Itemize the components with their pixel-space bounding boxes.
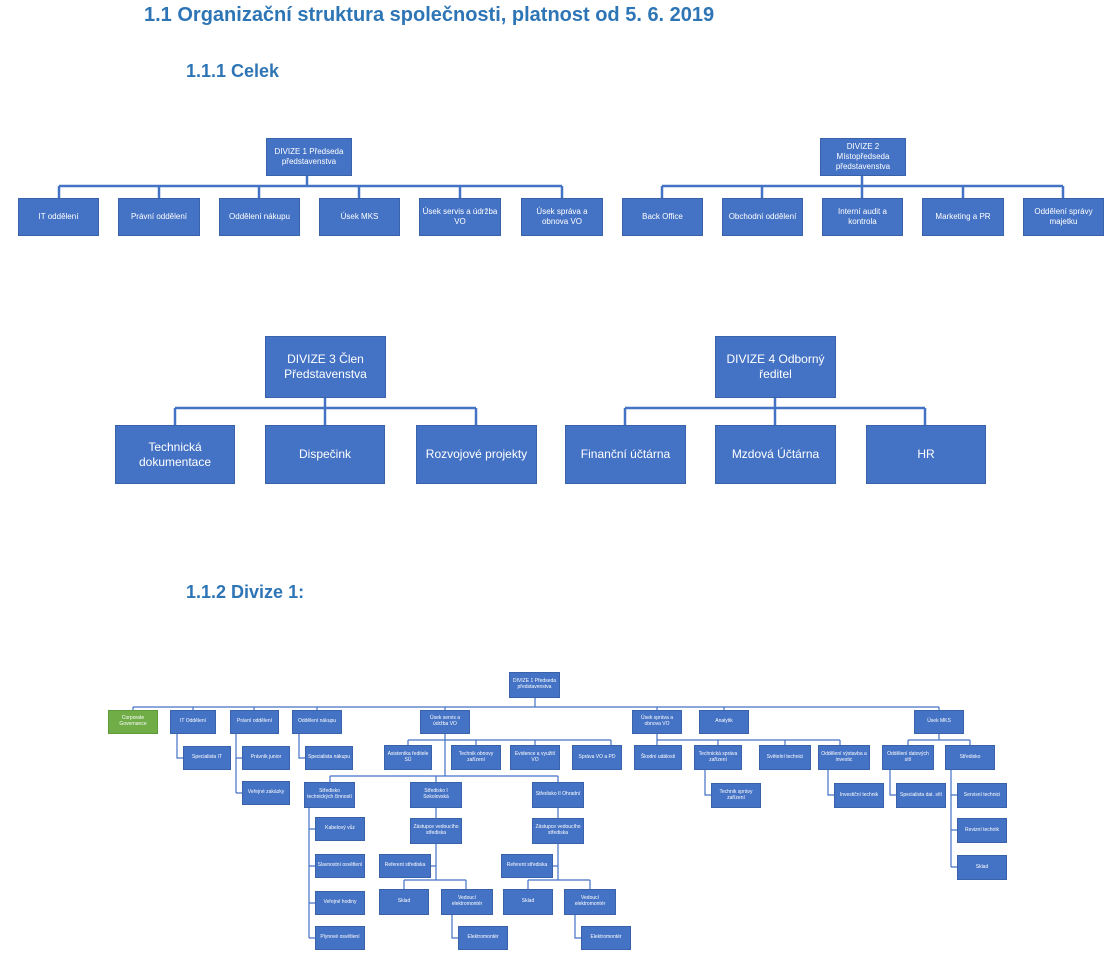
subsection-label: Divize 1:	[226, 582, 305, 602]
svetelni-technici: Světelní technici	[759, 745, 811, 770]
technicka-sprava: Technická správa zařízení	[694, 745, 742, 770]
stredisko-technickych: Středisko technických činností	[304, 782, 355, 808]
slavnostni-osvetleni: Slavnostní osvětlení	[315, 854, 365, 878]
vedouci-elektro-sokolovska: Vedoucí elektromontér	[441, 889, 493, 915]
d1-nakup: Oddělení nákupu	[219, 198, 300, 236]
l1-nakup: Oddělení nákupu	[292, 710, 342, 734]
sprava-vo-pd: Správa VO a PD	[572, 745, 622, 770]
verejne-zakazky: Veřejné zakázky	[242, 781, 290, 805]
d2-obchodni: Obchodní oddělení	[722, 198, 803, 236]
datove-site: Oddělení datových sítí	[882, 745, 934, 770]
elektromonter-sokolovska: Elektromontér	[458, 926, 508, 950]
referent-sokolovska: Referent střediska	[379, 854, 431, 878]
l1-servis: Úsek servis a údržba VO	[420, 710, 470, 734]
section-title: 1.1 Organizační struktura společnosti, p…	[144, 4, 715, 26]
d2-majetek: Oddělení správy majetku	[1023, 198, 1104, 236]
specialista-nakupu: Specialista nákupu	[305, 746, 353, 770]
elektromonter-ohradni: Elektromontér	[581, 926, 631, 950]
mks-sklad: Sklad	[957, 855, 1007, 880]
technik-obnovy: Technik obnovy zařízení	[451, 745, 501, 770]
sklad-sokolovska: Sklad	[379, 889, 429, 915]
asistentka-reditele: Asistentka ředitele SÚ	[384, 745, 432, 770]
d3-dispecink: Dispečink	[265, 425, 385, 484]
d4-mzdova: Mzdová Účtárna	[715, 425, 836, 484]
divize-1-head: DIVIZE 1 Předseda představenstva	[266, 138, 352, 176]
l1-it: IT Oddělení	[170, 710, 216, 734]
d4-financni: Finanční účtárna	[565, 425, 686, 484]
d3-dokumentace: Technická dokumentace	[115, 425, 235, 484]
technik-spravy: Technik správy zařízení	[711, 783, 761, 808]
subsection-title-divize-1: 1.1.2 Divize 1:	[186, 582, 304, 603]
l1-pravni: Právní oddělení	[230, 710, 279, 734]
kabelovy-vuz: Kabelový vůz	[315, 817, 365, 841]
zastupce-ohradni: Zástupce vedoucího střediska	[532, 818, 584, 844]
divize-3-head: DIVIZE 3 Člen Představenstva	[265, 336, 386, 398]
l1-mks: Úsek MKS	[914, 710, 964, 734]
specialista-it: Specialista IT	[183, 746, 231, 770]
vedouci-elektro-ohradni: Vedoucí elektromontér	[564, 889, 616, 915]
plynove-osvetleni: Plynové osvětlení	[315, 926, 365, 950]
sklad-ohradni: Sklad	[503, 889, 553, 915]
stredisko-ohradni: Středisko II Ohradní	[532, 782, 584, 808]
d1-sprava: Úsek správa a obnova VO	[521, 198, 603, 236]
divize-4-head: DIVIZE 4 Odborný ředitel	[715, 336, 836, 398]
subsection-title-celek: 1.1.1 Celek	[186, 61, 280, 81]
corporate-governance: Corporate Governance	[108, 710, 158, 734]
skodni-udalosti: Škodní události	[634, 745, 682, 770]
l1-sprava: Úsek správa a obnova VO	[632, 710, 682, 734]
d1-pravni: Právní oddělení	[118, 198, 200, 236]
d4-hr: HR	[866, 425, 986, 484]
zastupce-sokolovska: Zástupce vedoucího střediska	[410, 818, 462, 844]
specialista-dat: Specialista dat. sítí	[896, 783, 946, 808]
l1-analytik: Analytik	[699, 710, 749, 734]
evidence-vyuziti: Evidence a využití VO	[510, 745, 560, 770]
d1-root: DIVIZE 1 Předseda představenstva	[509, 672, 560, 698]
d1-mks: Úsek MKS	[319, 198, 400, 236]
d2-marketing: Marketing a PR	[922, 198, 1004, 236]
d2-audit: Interní audit a kontrola	[822, 198, 903, 236]
revizni-technik: Revizní technik	[957, 818, 1007, 843]
pravnik-junior: Právník junior	[242, 746, 290, 770]
stredisko-sokolovska: Středisko I Sokolovská	[410, 782, 462, 808]
d1-it: IT oddělení	[18, 198, 99, 236]
d1-servis: Úsek servis a údržba VO	[419, 198, 501, 236]
mks-stredisko: Středisko	[945, 745, 995, 770]
subsection-number: 1.1.2	[186, 582, 227, 602]
investicni-technik: Investiční technik	[834, 783, 884, 808]
d3-rozvojove: Rozvojové projekty	[416, 425, 537, 484]
divize-2-head: DIVIZE 2 Místopředseda představenstva	[820, 138, 906, 176]
verejne-hodiny: Veřejné hodiny	[315, 891, 365, 915]
d2-back-office: Back Office	[622, 198, 703, 236]
referent-ohradni: Referent střediska	[501, 854, 553, 878]
servisni-technici: Servisní technici	[957, 783, 1007, 808]
vystavba-investic: Oddělení výstavba a investic	[818, 745, 870, 770]
